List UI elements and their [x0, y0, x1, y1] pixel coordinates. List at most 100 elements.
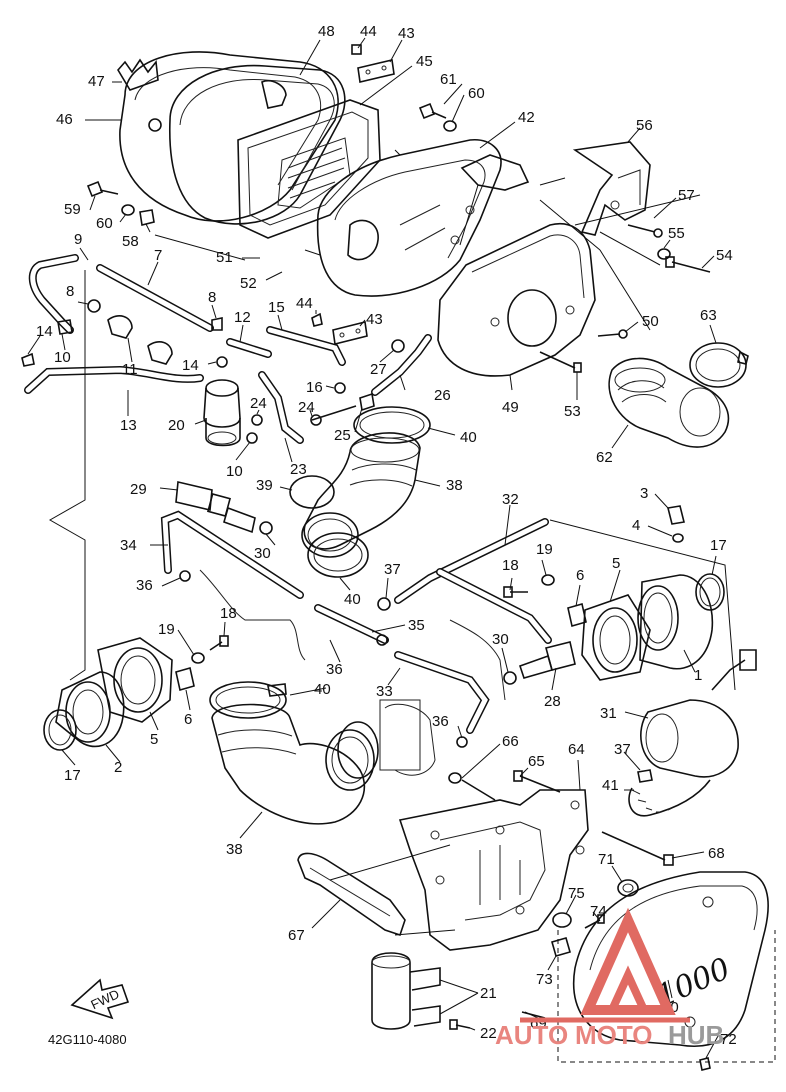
- cap-3: [667, 505, 685, 525]
- callout-46: 46: [56, 111, 73, 128]
- gasket-48: [169, 64, 346, 225]
- callout-24: 24: [298, 399, 315, 416]
- callout-44: 44: [296, 295, 313, 312]
- callout-34: 34: [120, 537, 137, 554]
- vacuum-fitting-29: [175, 481, 256, 534]
- callout-74: 74: [590, 903, 607, 920]
- diagram-code: 42G110-4080: [48, 1032, 127, 1047]
- cable-41: [628, 779, 711, 817]
- callout-10: 10: [226, 463, 243, 480]
- callout-31: 31: [600, 705, 617, 722]
- clamp-40-mid: [307, 532, 369, 578]
- callout-4: 4: [632, 517, 640, 534]
- bolt-54: [665, 256, 711, 273]
- fwd-arrow: FWD: [70, 978, 130, 1020]
- clip-30-right: [503, 671, 517, 685]
- clip-36-c: [456, 736, 468, 748]
- joint-1: [637, 574, 714, 670]
- fwd-label: FWD: [88, 986, 121, 1012]
- clamp-40-lower: [209, 681, 287, 719]
- callout-52: 52: [240, 275, 257, 292]
- callout-47: 47: [88, 73, 105, 90]
- hose-12: [226, 338, 272, 358]
- joint-62: [608, 357, 730, 448]
- callout-7: 7: [154, 247, 162, 264]
- callout-43: 43: [398, 25, 415, 42]
- callout-3: 3: [640, 485, 648, 502]
- callout-18: 18: [220, 605, 237, 622]
- clamp-39: [289, 475, 335, 509]
- clip-8-left: [87, 299, 101, 313]
- pipe-35: [314, 604, 389, 644]
- callout-66: 66: [502, 733, 519, 750]
- watermark-logo: AUTO MOTO HUB: [495, 907, 724, 1050]
- callout-8: 8: [208, 289, 216, 306]
- air-filter-element-45: [237, 99, 381, 239]
- callout-19: 19: [536, 541, 553, 558]
- callout-55: 55: [668, 225, 685, 242]
- callout-14: 14: [36, 323, 53, 340]
- callout-27: 27: [370, 361, 387, 378]
- callout-29: 29: [130, 481, 147, 498]
- bracket-21: [371, 952, 441, 1030]
- callout-53: 53: [564, 403, 581, 420]
- callout-22: 22: [480, 1025, 497, 1042]
- joint-38-upper: [301, 432, 421, 558]
- callout-71: 71: [598, 851, 615, 868]
- callout-44: 44: [360, 23, 377, 40]
- callout-30: 30: [492, 631, 509, 648]
- callout-43: 43: [366, 311, 383, 328]
- callout-64: 64: [568, 741, 585, 758]
- callout-16: 16: [306, 379, 323, 396]
- screw-18-right: [503, 586, 528, 598]
- washer-19-left: [191, 652, 205, 664]
- bracket-56: [572, 141, 651, 236]
- bolt-57: [627, 224, 663, 238]
- callout-13: 13: [120, 417, 137, 434]
- bolt-14-left: [21, 352, 35, 367]
- callout-12: 12: [234, 309, 251, 326]
- joint-25: [359, 392, 375, 412]
- alignment-lines: [48, 149, 736, 936]
- bracket-11: [107, 315, 173, 365]
- callout-72: 72: [720, 1031, 737, 1048]
- clip-14-mid: [216, 356, 228, 368]
- clamp-63: [689, 342, 749, 388]
- callout-35: 35: [408, 617, 425, 634]
- callout-28: 28: [544, 693, 561, 710]
- hose-28-link: [436, 568, 552, 644]
- nut-73: [551, 937, 571, 957]
- washer-75: [552, 912, 572, 928]
- washer-55: [657, 248, 671, 260]
- callout-60: 60: [468, 85, 485, 102]
- bolt-65: [513, 770, 561, 793]
- callout-50: 50: [642, 313, 659, 330]
- clip-37-b: [637, 769, 653, 783]
- hose-34: [160, 510, 304, 599]
- fitting-24-b: [310, 405, 357, 426]
- callout-labels: 48 44 43 47 45 61 60 46 42 56 59 60 58 5…: [36, 23, 737, 1048]
- bolt-59: [86, 180, 119, 198]
- bolt-44-top: [351, 44, 362, 55]
- bolt-68: [601, 831, 674, 866]
- washer-60-left: [121, 204, 135, 216]
- leader-lines: [27, 37, 719, 1059]
- watermark-text-hub: HUB: [668, 1020, 724, 1050]
- callout-57: 57: [678, 187, 695, 204]
- watermark-text-auto: AUTO: [495, 1020, 568, 1050]
- callout-63: 63: [700, 307, 717, 324]
- callout-75: 75: [568, 885, 585, 902]
- collar-58: [139, 209, 155, 226]
- callout-42: 42: [518, 109, 535, 126]
- callout-40: 40: [314, 681, 331, 698]
- clip-4: [672, 533, 684, 543]
- side-cover-49: [437, 223, 596, 377]
- joint-38-lower: [211, 703, 379, 825]
- callout-37: 37: [614, 741, 631, 758]
- bolt-61: [418, 102, 447, 120]
- callout-17: 17: [64, 767, 81, 784]
- callout-59: 59: [64, 201, 81, 218]
- callout-39: 39: [256, 477, 273, 494]
- callout-14: 14: [182, 357, 199, 374]
